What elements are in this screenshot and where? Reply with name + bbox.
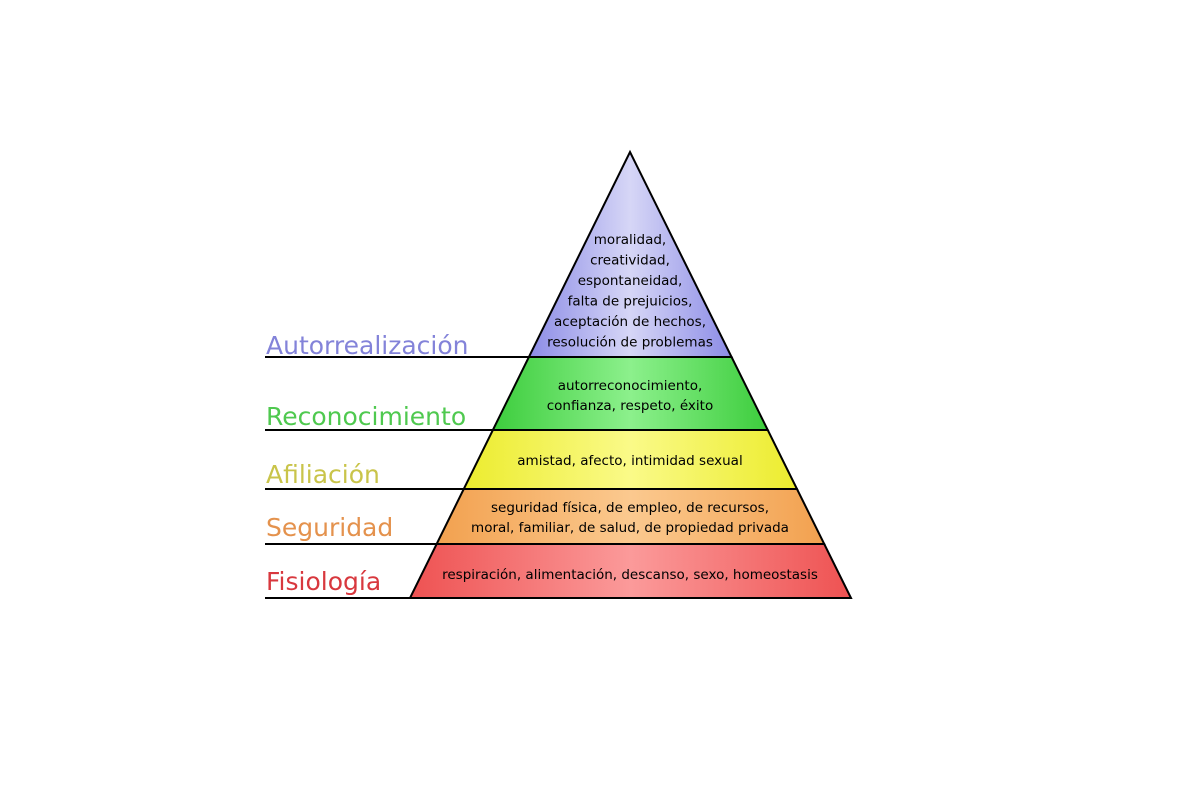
pyramid-tiers: moralidad, creatividad, espontaneidad, falt… bbox=[408, 149, 853, 599]
tier-1-text-line: aceptación de hechos, bbox=[554, 314, 706, 330]
tier-1-text-line: espontaneidad, bbox=[578, 273, 683, 289]
tier-2-text-line: confianza, respeto, éxito bbox=[547, 398, 713, 414]
pyramid-tier-5 bbox=[408, 543, 853, 599]
level-label-5: Fisiología bbox=[266, 567, 381, 596]
tier-5-text-line: respiración, alimentación, descanso, sex… bbox=[442, 567, 818, 583]
level-label-4: Seguridad bbox=[266, 513, 393, 542]
level-label-3: Afiliación bbox=[266, 460, 380, 489]
tier-4-text-line: seguridad física, de empleo, de recursos… bbox=[491, 500, 769, 516]
tier-1-text-line: moralidad, bbox=[594, 232, 666, 248]
level-label-2: Reconocimiento bbox=[266, 402, 466, 431]
level-labels: AutorrealizaciónReconocimientoAfiliación… bbox=[266, 331, 468, 596]
tier-4-text-line: moral, familiar, de salud, de propiedad … bbox=[471, 520, 789, 536]
label-underlines bbox=[265, 356, 529, 599]
tier-2-text-line: autorreconocimiento, bbox=[558, 378, 703, 394]
tier-1-text-line: creatividad, bbox=[590, 252, 670, 268]
level-label-1: Autorrealización bbox=[266, 331, 468, 360]
tier-1-text-line: falta de prejuicios, bbox=[568, 293, 693, 309]
tier-3-text-line: amistad, afecto, intimidad sexual bbox=[517, 453, 742, 469]
tier-1-text-line: resolución de problemas bbox=[547, 334, 713, 350]
